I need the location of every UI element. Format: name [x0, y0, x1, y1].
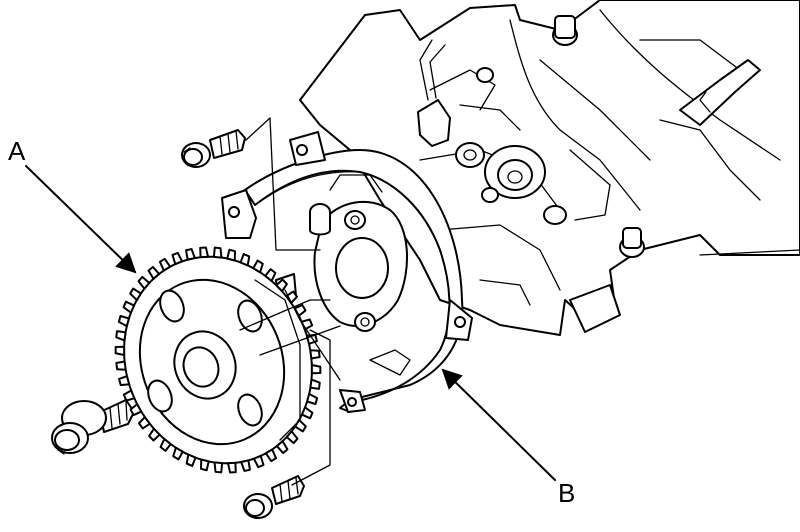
pulley-tooth — [138, 416, 151, 430]
pulley-tooth — [171, 251, 184, 266]
pulley-tooth — [212, 246, 223, 259]
callout-a: A — [8, 136, 137, 274]
back-cover-plate — [221, 131, 473, 413]
callout-b-arrow — [441, 368, 556, 481]
callout-b: B — [441, 368, 575, 508]
pulley-tooth — [122, 300, 136, 314]
pulley-tooth — [309, 378, 321, 390]
pulley-tooth — [226, 248, 237, 262]
pulley-tooth — [252, 259, 264, 274]
pulley-tooth — [114, 345, 126, 357]
pulley-tooth — [129, 403, 143, 417]
bolt-upper — [181, 129, 246, 168]
pulley-tooth — [118, 375, 131, 387]
pulley-tooth — [117, 314, 130, 328]
pulley-tooth — [309, 349, 321, 360]
callout-b-label: B — [558, 478, 575, 508]
pulley-tooth — [240, 459, 251, 472]
bolt-lower — [243, 475, 305, 519]
pulley-tooth — [199, 246, 210, 259]
pulley-tooth — [239, 253, 251, 267]
pulley-tooth — [310, 363, 322, 375]
pulley-tooth — [264, 448, 278, 463]
pulley-tooth — [264, 268, 277, 282]
camshaft-pulley — [114, 246, 322, 474]
pulley-tooth — [122, 389, 136, 402]
pulley-tooth — [306, 392, 319, 406]
pulley-tooth — [199, 458, 210, 472]
pulley-tooth — [137, 275, 151, 290]
pulley-tooth — [129, 287, 142, 302]
pulley-tooth — [213, 461, 224, 474]
pulley-tooth — [115, 360, 127, 371]
pulley-tooth — [275, 440, 289, 455]
pulley-tooth — [185, 453, 197, 467]
pulley-tooth — [147, 265, 161, 280]
pulley-tooth — [226, 461, 237, 474]
pulley-tooth — [293, 303, 307, 317]
engine-head — [299, 0, 800, 336]
pulley-tooth — [148, 427, 161, 442]
pulley-tooth — [300, 406, 314, 420]
assembly-lines — [239, 117, 341, 486]
pulley-tooth — [115, 330, 127, 342]
pulley-tooth — [285, 430, 299, 445]
pulley-tooth — [285, 290, 298, 304]
pulley-tooth — [185, 248, 196, 261]
pulley-bolt — [51, 399, 135, 455]
pulley-tooth — [172, 446, 184, 461]
callout-a-arrow — [25, 165, 137, 274]
callout-a-label: A — [8, 136, 26, 166]
pulley-tooth — [275, 278, 288, 293]
pulley-tooth — [158, 257, 172, 272]
pulley-tooth — [252, 454, 265, 469]
pulley-tooth — [159, 438, 172, 452]
